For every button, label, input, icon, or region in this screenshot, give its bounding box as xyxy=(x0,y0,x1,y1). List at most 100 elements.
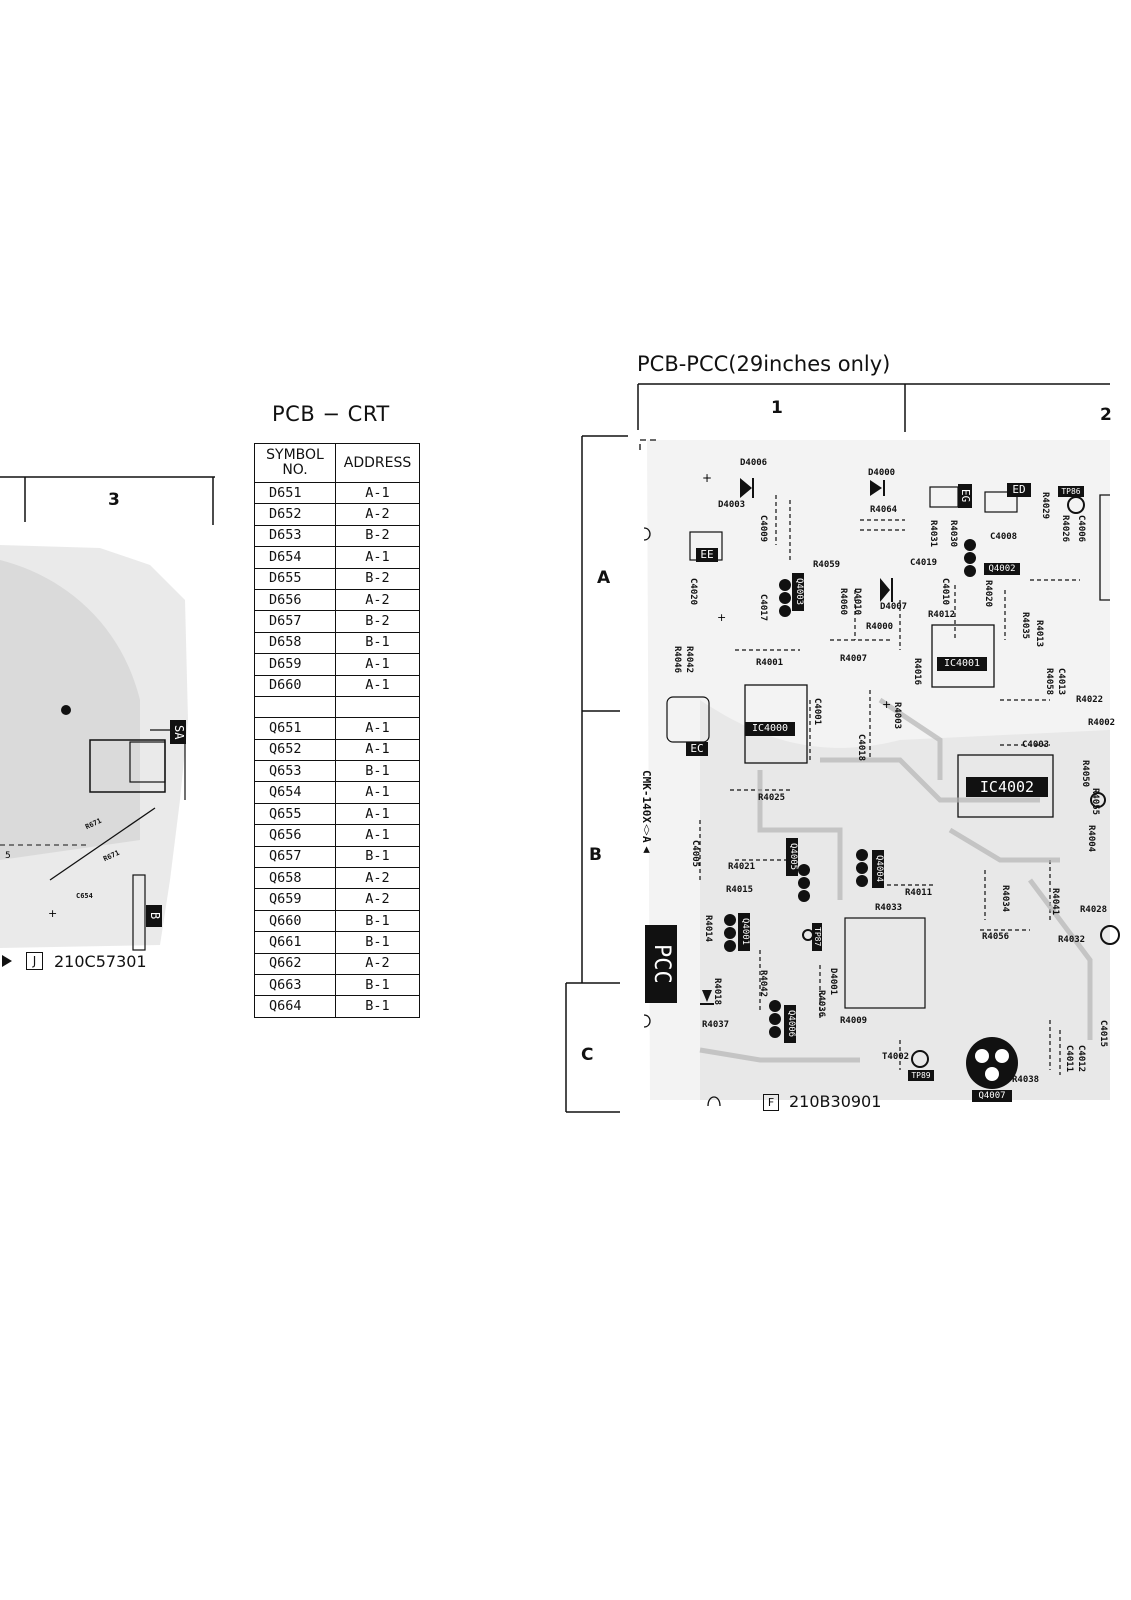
q4001-label: Q4001 xyxy=(738,913,750,951)
ref-designator: C4006 xyxy=(1076,515,1086,543)
part-mark-j: J xyxy=(26,952,43,970)
ref-designator: R4034 xyxy=(1000,885,1010,913)
connector-ec: EC xyxy=(686,742,708,756)
ref-designator: C4015 xyxy=(1098,1020,1108,1048)
symbol-cell: Q664 xyxy=(254,995,336,1018)
address-cell: A-1 xyxy=(335,481,420,505)
triangle-marker-icon xyxy=(2,955,12,967)
ref-designator: C4012 xyxy=(1076,1045,1086,1073)
ref-designator: C4013 xyxy=(1056,668,1066,696)
pcc-row-b: B xyxy=(589,845,602,865)
svg-text:+: + xyxy=(717,611,726,624)
ref-designator: R4013 xyxy=(1034,620,1044,648)
ref-designator: C4005 xyxy=(690,840,700,868)
ref-designator: R4042 xyxy=(684,646,694,674)
pcc-part-number: 210B30901 xyxy=(789,1092,882,1111)
symbol-cell: Q660 xyxy=(254,909,336,933)
svg-text:5: 5 xyxy=(5,851,11,861)
ref-designator: R4064 xyxy=(870,505,898,515)
ref-designator: C4009 xyxy=(758,515,768,543)
test-point-tp89: TP89 xyxy=(908,1070,934,1081)
address-cell: B-2 xyxy=(335,567,420,590)
ref-c654: C654 xyxy=(76,892,93,900)
address-cell: A-2 xyxy=(335,503,420,526)
ref-designator: R4011 xyxy=(905,888,933,898)
symbol-cell: D651 xyxy=(254,481,336,505)
ref-designator: R4022 xyxy=(1076,695,1104,705)
connector-b: B xyxy=(146,905,162,927)
q4005-label: Q4005 xyxy=(786,838,798,876)
ref-designator: R4058 xyxy=(1044,668,1054,696)
ref-designator: R4042 xyxy=(758,970,768,998)
svg-text:+: + xyxy=(48,907,57,920)
pcc-column-1: 1 xyxy=(771,398,783,418)
address-cell: A-1 xyxy=(335,674,420,697)
symbol-cell: D657 xyxy=(254,610,336,633)
ref-designator: R4029 xyxy=(1040,492,1050,520)
ref-designator: C4011 xyxy=(1064,1045,1074,1073)
ref-designator: R4059 xyxy=(813,560,841,570)
part-mark-f: F xyxy=(763,1094,779,1111)
ic4000-label: IC4000 xyxy=(745,722,795,736)
ref-designator: R4028 xyxy=(1080,905,1108,915)
ref-designator: R4033 xyxy=(875,903,903,913)
pcb-crt-title: PCB − CRT xyxy=(272,402,390,426)
symbol-cell: D656 xyxy=(254,588,336,612)
ref-designator: C4019 xyxy=(910,558,938,568)
symbol-cell: D655 xyxy=(254,567,336,590)
symbol-cell: Q656 xyxy=(254,824,336,847)
ref-designator: R4003 xyxy=(892,702,902,730)
ref-designator: R4021 xyxy=(728,862,756,872)
ref-designator: R4000 xyxy=(866,622,894,632)
ref-designator: C4010 xyxy=(940,578,950,606)
ref-designator: R4056 xyxy=(982,932,1010,942)
ref-designator: R4031 xyxy=(928,520,938,548)
q4004-label: Q4004 xyxy=(872,850,884,888)
address-cell: A-1 xyxy=(335,653,420,676)
symbol-cell: D652 xyxy=(254,503,336,526)
symbol-cell: Q658 xyxy=(254,867,336,890)
ref-designator: R4036 xyxy=(816,990,826,1018)
svg-text:+: + xyxy=(882,698,891,711)
symbol-cell: Q655 xyxy=(254,802,336,826)
ref-designator: R4004 xyxy=(1086,825,1096,853)
connector-ed: ED xyxy=(1007,483,1031,497)
symbol-cell: D654 xyxy=(254,546,336,569)
q4006-label: Q4006 xyxy=(784,1005,796,1043)
pcb-pcc-title: PCB-PCC(29inches only) xyxy=(637,352,891,376)
ref-designator: R4025 xyxy=(758,793,786,803)
ref-designator: R4020 xyxy=(983,580,993,608)
ref-designator: D4003 xyxy=(718,500,746,510)
ref-designator: R4026 xyxy=(1060,515,1070,543)
address-cell: A-1 xyxy=(335,824,420,847)
ref-designator: R4060 xyxy=(838,588,848,616)
pcc-row-c: C xyxy=(581,1045,594,1065)
pcc-row-a: A xyxy=(597,568,611,588)
ref-designator: R4016 xyxy=(912,658,922,686)
address-cell: B-1 xyxy=(335,995,420,1018)
q4007-label: Q4007 xyxy=(972,1090,1012,1102)
ref-designator: R4037 xyxy=(702,1020,730,1030)
ref-designator: R4012 xyxy=(928,610,956,620)
ref-designator: R4002 xyxy=(1088,718,1116,728)
ref-designator: R4007 xyxy=(840,654,868,664)
silk-text: CMK-140X◊A▲ xyxy=(640,770,653,856)
ref-designator: R4032 xyxy=(1058,935,1086,945)
q4003-label: Q4003 xyxy=(792,573,804,611)
ref-designator: R4035 xyxy=(1020,612,1030,640)
left-column-label: 3 xyxy=(108,490,120,510)
ref-designator: R4055 xyxy=(1090,788,1100,816)
ic4002-label: IC4002 xyxy=(966,777,1048,797)
symbol-cell: Q659 xyxy=(254,888,336,911)
